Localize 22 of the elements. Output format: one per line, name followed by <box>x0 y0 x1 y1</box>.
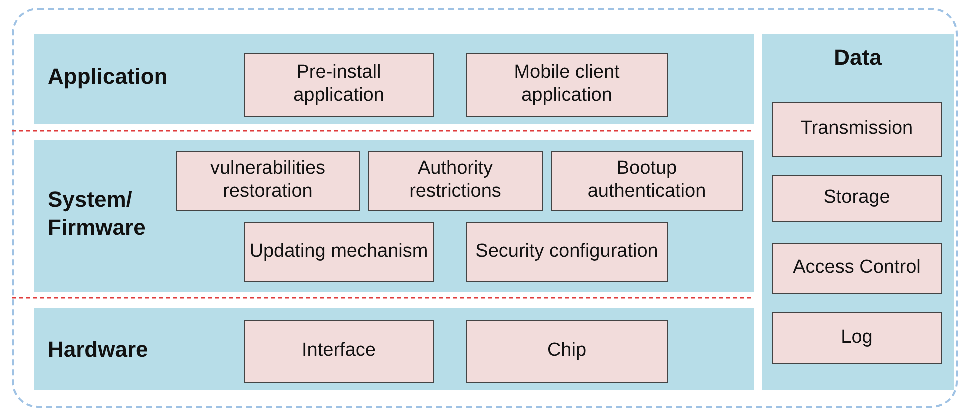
layer-title: Hardware <box>48 336 148 364</box>
layer-title: Data <box>833 44 883 72</box>
component-box: Chip <box>466 320 668 383</box>
component-box: Security configuration <box>466 222 668 282</box>
component-box: Log <box>772 312 942 364</box>
layer-band <box>34 140 754 292</box>
component-box: Bootup authentication <box>551 151 743 211</box>
layer-title: System/ Firmware <box>48 186 147 241</box>
layer-title: Application <box>48 63 168 90</box>
dashed-frame <box>12 8 958 408</box>
component-box: Transmission <box>772 102 942 157</box>
component-box: vulnerabilities restoration <box>176 151 360 211</box>
component-box: Authority restrictions <box>368 151 543 211</box>
component-box: Mobile client application <box>466 53 668 117</box>
component-box: Pre-install application <box>244 53 434 117</box>
layer-band <box>34 34 754 124</box>
component-box: Updating mechanism <box>244 222 434 282</box>
component-box: Access Control <box>772 243 942 294</box>
component-box: Storage <box>772 175 942 222</box>
component-box: Interface <box>244 320 434 383</box>
layer-band <box>34 308 754 390</box>
layer-band <box>762 34 954 390</box>
